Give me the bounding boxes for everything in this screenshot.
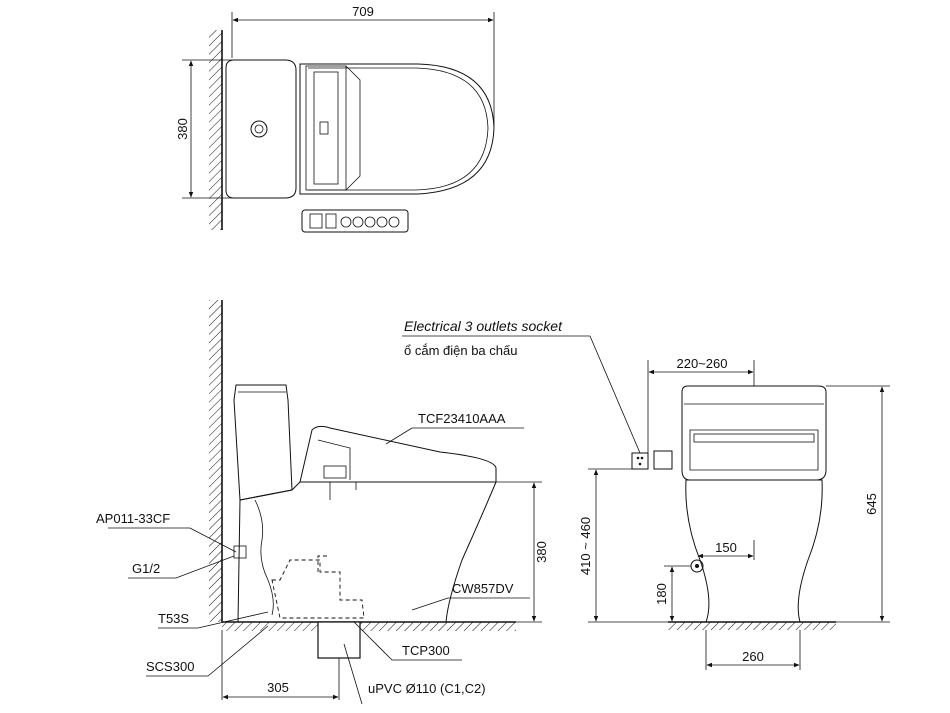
drain-pipe: [317, 621, 361, 659]
dim-wall-to-drain: 305: [267, 680, 289, 695]
dim-seat-height: 380: [534, 541, 549, 563]
dim-socket-distance: 220~260: [677, 356, 728, 371]
label-hose: T53S: [158, 611, 189, 626]
label-flange: TCP300: [402, 643, 450, 658]
front-seat-body: [681, 385, 827, 481]
top-view: 709 380: [175, 4, 495, 233]
side-seat: [299, 425, 497, 483]
side-trap: [271, 559, 365, 619]
dim-top-depth: 380: [175, 118, 190, 140]
top-tank: [225, 59, 297, 199]
dim-inlet-offset: 150: [715, 540, 737, 555]
remote-panel: [301, 209, 409, 233]
supply-hose: [254, 499, 274, 616]
dim-socket-height: 410 ~ 460: [578, 517, 593, 575]
angle-valve: [233, 545, 247, 559]
dim-total-height: 645: [864, 493, 879, 515]
power-plug: [653, 450, 673, 470]
side-wall-hatch: [209, 300, 222, 622]
dim-top-width: 709: [352, 4, 374, 19]
label-pipe: uPVC Ø110 (C1,C2): [368, 681, 486, 696]
flush-button-icon: [250, 120, 268, 138]
remote-buttons: [309, 213, 400, 229]
side-floor-hatch: [222, 622, 516, 631]
label-thread: G1/2: [132, 561, 160, 576]
label-seat-model: TCF23410AAA: [418, 411, 506, 426]
label-socket-vi: ổ cắm điện ba chấu: [404, 343, 517, 358]
side-view: 380 305 TCF23410AAA CW857DV AP011-33CF G…: [96, 300, 549, 705]
dim-inlet-height: 180: [654, 583, 669, 605]
top-seat: [299, 63, 495, 195]
label-bowl-model: CW857DV: [452, 581, 514, 596]
top-wall-hatch: [209, 30, 222, 230]
front-view: Electrical 3 outlets socket ổ cắm điện b…: [402, 318, 890, 670]
front-floor-hatch: [668, 622, 836, 630]
outlet-socket: [631, 452, 649, 470]
dim-base-width: 260: [742, 649, 764, 664]
side-bowl: [237, 481, 497, 623]
side-tank: [233, 384, 293, 501]
label-socket-en: Electrical 3 outlets socket: [404, 318, 563, 334]
label-flange-seal: SCS300: [146, 659, 194, 674]
front-bowl: [685, 479, 823, 623]
label-valve: AP011-33CF: [96, 511, 170, 526]
